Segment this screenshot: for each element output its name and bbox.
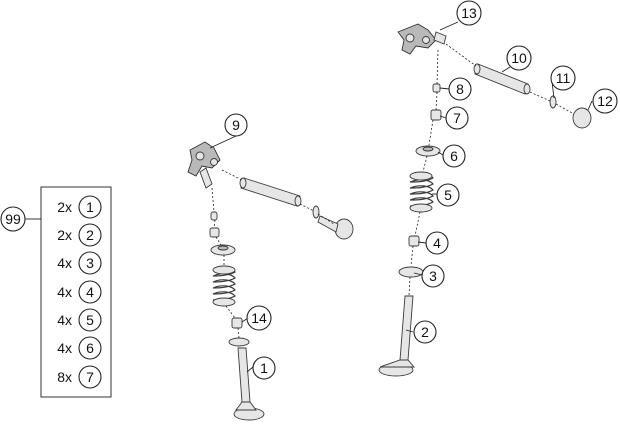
callout-5-label: 5 [444,187,452,203]
kit-row-part: 5 [86,312,94,328]
kit-row: 4x 3 [57,251,102,275]
kit-row-part: 3 [86,255,94,271]
valve-stack-left [209,211,265,421]
kit-row-part: 4 [86,284,94,300]
kit-row: 4x 6 [57,336,102,360]
callout-11: 11 [550,65,576,91]
callout-4: 4 [425,231,449,255]
callout-13: 13 [456,0,482,26]
callout-6: 6 [442,144,466,168]
kit-row-part: 6 [86,340,94,356]
kit-row-part: 1 [86,199,94,215]
callout-11-label: 11 [556,70,571,86]
kit-row: 2x 2 [57,223,102,247]
kit-legend: 99 2x 1 2x 2 4x 3 4x 4 4x 5 4x [0,186,112,398]
kit-label: 99 [5,211,21,227]
callout-10: 10 [506,45,532,71]
kit-row-qty: 4x [57,340,72,356]
callout-7-label: 7 [453,110,461,126]
callout-7: 7 [445,106,469,130]
rocker-shaft-right [473,63,592,129]
callout-8-label: 8 [456,81,464,97]
callout-14: 14 [246,305,272,331]
kit-row-part: 2 [86,227,94,243]
callout-13-label: 13 [461,5,477,21]
callout-1: 1 [252,356,276,380]
callout-9: 9 [224,113,248,137]
rocker-shaft-left [239,177,354,240]
kit-row-qty: 2x [57,227,72,243]
kit-row: 8x 7 [57,365,102,389]
callout-9-label: 9 [232,117,240,133]
kit-row-qty: 8x [57,369,72,385]
callout-14-label: 14 [251,310,267,326]
kit-row-qty: 4x [57,284,72,300]
callout-2-label: 2 [421,324,429,340]
kit-row-part: 7 [86,369,94,385]
callout-10-label: 10 [511,50,527,66]
callout-3: 3 [421,264,445,288]
kit-row: 4x 5 [57,308,102,332]
rocker-arm-left [187,141,221,189]
kit-row-qty: 4x [57,255,72,271]
callout-4-label: 4 [433,235,441,251]
callout-5: 5 [436,183,460,207]
callout-8: 8 [448,77,472,101]
callout-12: 12 [592,88,618,114]
callout-3-label: 3 [429,268,437,284]
kit-row-qty: 4x [57,312,72,328]
callout-6-label: 6 [450,148,458,164]
kit-row-qty: 2x [57,199,72,215]
callout-1-label: 1 [260,360,268,376]
callout-2: 2 [413,320,437,344]
kit-row: 2x 1 [57,195,102,219]
callout-12-label: 12 [597,93,613,109]
rocker-arm-right [397,23,447,55]
kit-row: 4x 4 [57,280,102,304]
